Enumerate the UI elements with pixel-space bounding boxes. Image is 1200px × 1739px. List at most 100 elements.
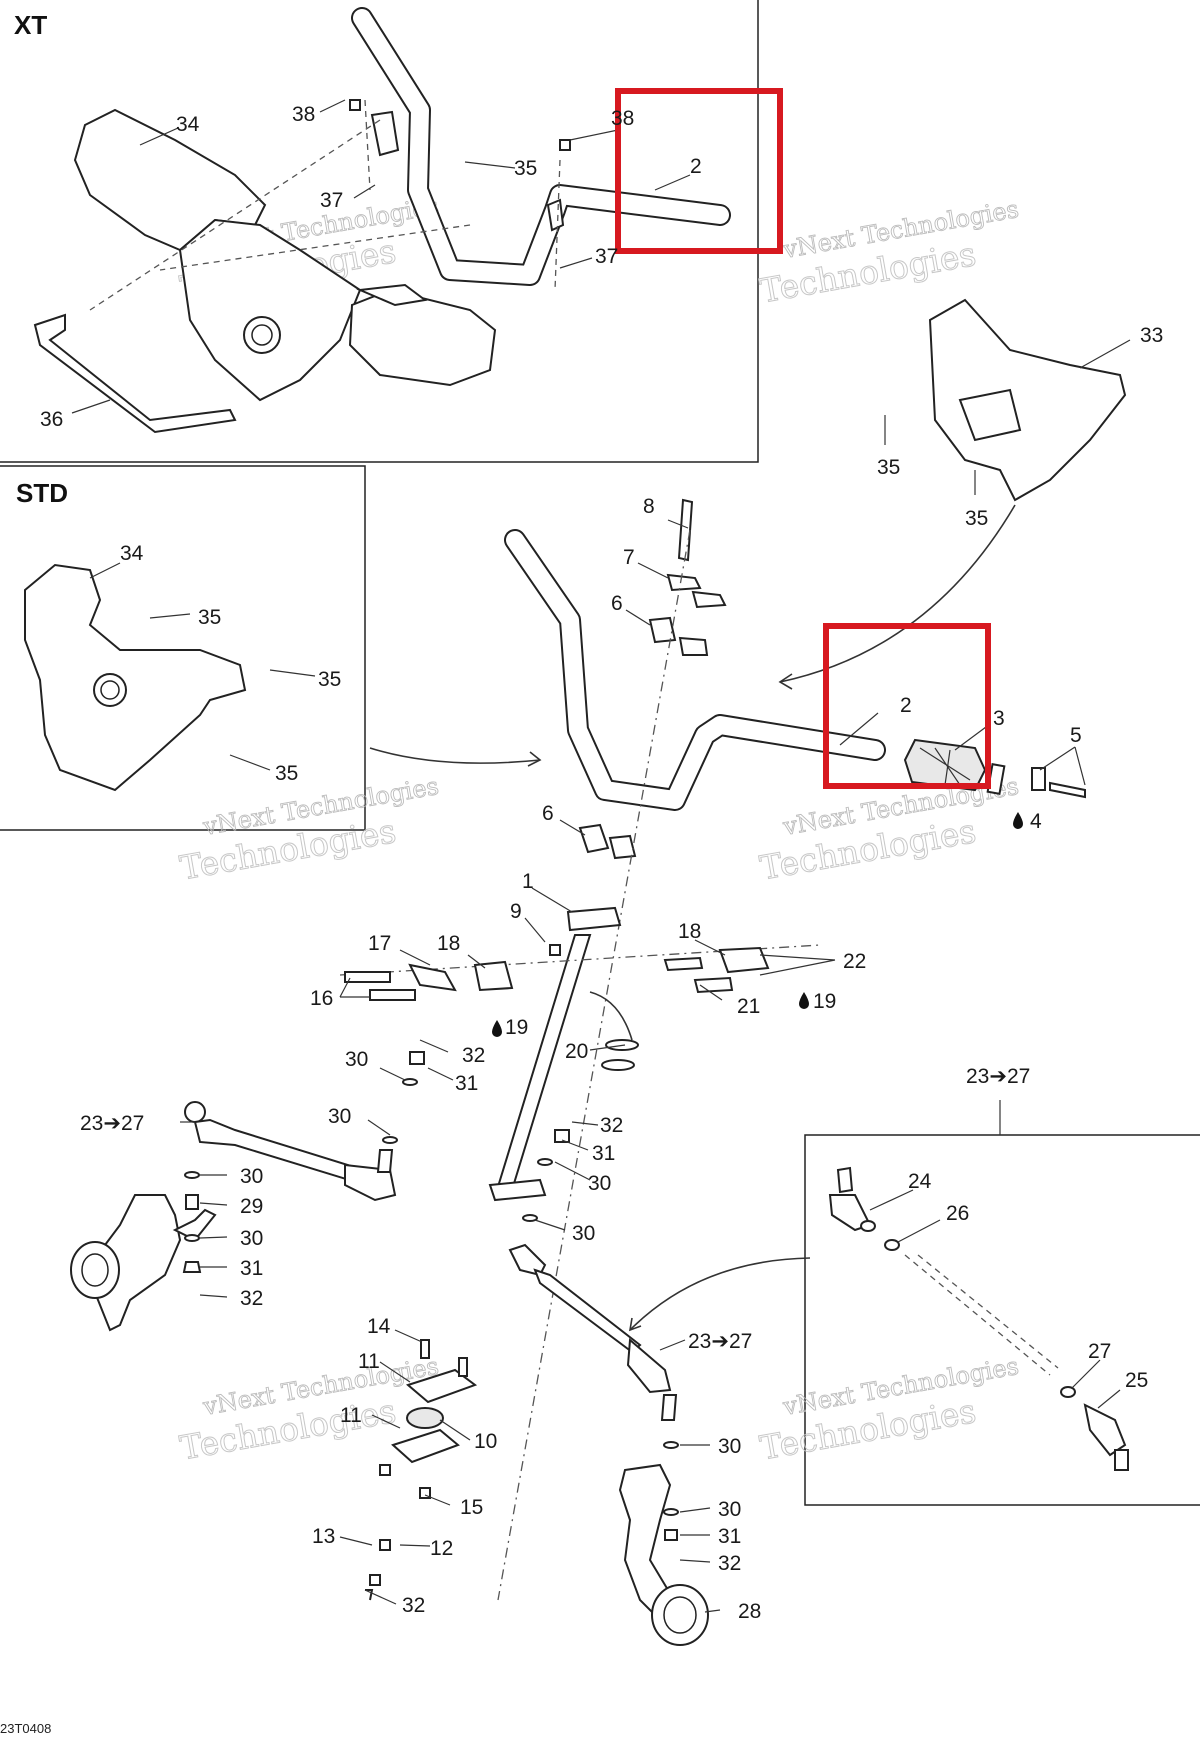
callout-10: 10 bbox=[474, 1430, 497, 1453]
callout-22: 22 bbox=[843, 950, 866, 973]
xt-handlebar bbox=[351, 7, 731, 286]
section-label-xt: XT bbox=[14, 10, 47, 40]
handlebar-clamp-top bbox=[578, 498, 727, 860]
lubricant-drop-icon bbox=[492, 812, 1023, 1037]
leader-lines bbox=[71, 99, 1131, 1613]
callout-37: 37 bbox=[595, 245, 618, 268]
main-handlebar bbox=[504, 529, 886, 811]
lower-bearing-assembly bbox=[365, 1339, 478, 1601]
callout-31: 31 bbox=[718, 1525, 741, 1548]
bar-end bbox=[986, 763, 1086, 799]
std-handguard bbox=[24, 563, 247, 792]
callout-35: 35 bbox=[318, 668, 341, 691]
callout-13: 13 bbox=[312, 1525, 335, 1548]
arrow-std-to-handlebar bbox=[369, 747, 541, 764]
callout-8: 8 bbox=[643, 495, 655, 518]
callout-25: 25 bbox=[1125, 1369, 1148, 1392]
callout-29: 29 bbox=[240, 1195, 263, 1218]
tie-rod-left bbox=[184, 1101, 397, 1202]
callout-30: 30 bbox=[718, 1435, 741, 1458]
callout-34: 34 bbox=[120, 542, 144, 565]
callout-21: 21 bbox=[737, 995, 760, 1018]
callout-2: 2 bbox=[690, 155, 702, 178]
steering-knuckle-left bbox=[70, 1194, 217, 1332]
callout-30: 30 bbox=[240, 1165, 263, 1188]
callout-5: 5 bbox=[1070, 724, 1082, 747]
diagram-code: 23T0408 bbox=[0, 1721, 51, 1736]
xt-dashed-lines bbox=[89, 99, 561, 311]
callout-31: 31 bbox=[455, 1072, 478, 1095]
callout-11: 11 bbox=[358, 1350, 380, 1373]
xt-section-frame bbox=[0, 0, 759, 463]
callout-30: 30 bbox=[328, 1105, 351, 1128]
callout-1: 1 bbox=[522, 870, 534, 893]
callout-32: 32 bbox=[718, 1552, 741, 1575]
column-hardware bbox=[382, 1039, 639, 1222]
callout-32: 32 bbox=[462, 1044, 485, 1067]
steering-column bbox=[488, 529, 691, 1601]
callout-labels: 34 38 38 35 37 37 2 36 33 35 35 34 35 35… bbox=[40, 103, 1163, 1623]
callout-23-27: 23➔27 bbox=[80, 1112, 144, 1135]
arrow-detail-to-tie-rod bbox=[629, 1257, 811, 1331]
callout-31: 31 bbox=[240, 1257, 263, 1280]
callout-12: 12 bbox=[430, 1537, 453, 1560]
callout-11: 11 bbox=[340, 1404, 362, 1427]
callout-32: 32 bbox=[402, 1594, 425, 1617]
callout-2: 2 bbox=[900, 694, 912, 717]
xt-handguard-item-33 bbox=[928, 298, 1127, 502]
brand-logo-icon bbox=[93, 673, 127, 707]
callout-31: 31 bbox=[592, 1142, 615, 1165]
highlight-box-main-bar-end bbox=[823, 623, 991, 789]
callout-30: 30 bbox=[572, 1222, 595, 1245]
callout-30: 30 bbox=[240, 1227, 263, 1250]
arrow-column-ring bbox=[589, 991, 633, 1041]
arrow-item33-to-handlebar bbox=[779, 504, 1016, 683]
callout-28: 28 bbox=[738, 1600, 761, 1623]
tie-rod-detail bbox=[828, 1166, 1129, 1471]
left-hardware-stack bbox=[182, 1171, 202, 1273]
right-hardware-stack bbox=[663, 1441, 679, 1541]
callout-7: 7 bbox=[623, 546, 635, 569]
callout-30: 30 bbox=[345, 1048, 368, 1071]
callout-35: 35 bbox=[275, 762, 298, 785]
steering-arm-assembly bbox=[339, 944, 821, 1001]
callout-37: 37 bbox=[320, 189, 343, 212]
callout-32: 32 bbox=[600, 1114, 623, 1137]
callout-27: 27 bbox=[1088, 1340, 1111, 1363]
highlight-box-xt-bar-end bbox=[615, 88, 783, 254]
callout-38: 38 bbox=[611, 107, 634, 130]
callout-38: 38 bbox=[292, 103, 315, 126]
callout-35: 35 bbox=[965, 507, 988, 530]
callout-6: 6 bbox=[611, 592, 623, 615]
callout-20: 20 bbox=[565, 1040, 588, 1063]
callout-30: 30 bbox=[718, 1498, 741, 1521]
callout-6: 6 bbox=[542, 802, 554, 825]
xt-lower-bar bbox=[33, 313, 237, 434]
handlebar-grip bbox=[903, 738, 987, 792]
steering-knuckle-right bbox=[618, 1463, 709, 1646]
callout-18: 18 bbox=[437, 932, 460, 955]
callout-34: 34 bbox=[176, 113, 200, 136]
callout-33: 33 bbox=[1140, 324, 1163, 347]
xt-brackets bbox=[349, 99, 571, 232]
callout-30: 30 bbox=[588, 1172, 611, 1195]
callout-36: 36 bbox=[40, 408, 63, 431]
callout-26: 26 bbox=[946, 1202, 969, 1225]
callout-18: 18 bbox=[678, 920, 701, 943]
callout-19: 19 bbox=[505, 1016, 528, 1039]
callout-3: 3 bbox=[993, 707, 1005, 730]
xt-handguard-left bbox=[73, 108, 362, 402]
xt-handguard-right bbox=[348, 283, 497, 387]
std-section-frame bbox=[0, 465, 366, 831]
tie-rod-detail-frame bbox=[804, 1134, 1200, 1506]
callout-24: 24 bbox=[908, 1170, 932, 1193]
callout-9: 9 bbox=[510, 900, 522, 923]
callout-35: 35 bbox=[198, 606, 221, 629]
callout-32: 32 bbox=[240, 1287, 263, 1310]
callout-23-27: 23➔27 bbox=[966, 1065, 1030, 1088]
section-label-std: STD bbox=[16, 478, 68, 508]
callout-14: 14 bbox=[367, 1315, 391, 1338]
callout-15: 15 bbox=[460, 1496, 483, 1519]
callout-16: 16 bbox=[310, 987, 333, 1010]
